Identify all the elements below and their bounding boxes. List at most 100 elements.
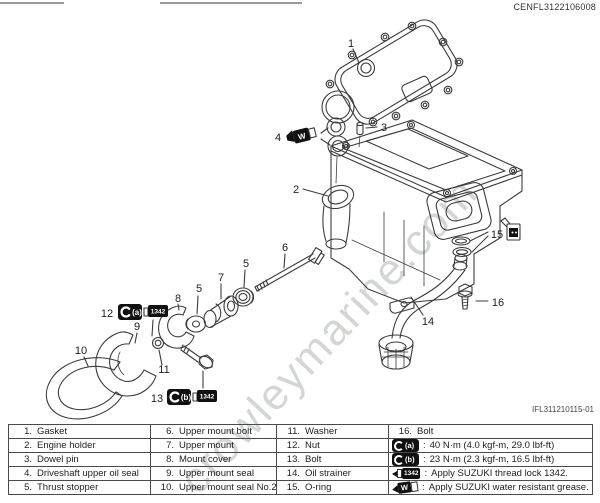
callout-5a: 5 [196,283,202,295]
part-number: 2. [24,440,32,451]
leader-11 [158,349,163,366]
cropped-header-fragment [160,2,302,4]
thread-lock-icon-12 [143,305,168,317]
part-cell-12: 12.Nut [276,438,389,453]
legend-torque-b: (b) : 23 N·m (2.3 kgf-m, 16.5 lbf-ft) [388,452,593,467]
part-name: Upper mount seal [179,468,254,479]
torque-b-value: 23 N·m (2.3 kgf-m, 16.5 lbf-ft) [429,454,555,465]
oil-seals-drawing [326,117,349,184]
part-number: 3. [24,454,32,465]
leader-6 [283,253,286,269]
upper-mount-seal-drawing [95,331,157,397]
leader-1 [352,48,360,64]
bolt-16-drawing [457,283,473,310]
leader-2 [302,188,329,197]
part-cell-6: 6. Upper mount bolt [150,424,277,439]
callout-15: 15 [491,229,503,241]
part-name: Gasket [37,426,68,437]
callout-12: 12 [101,308,113,320]
part-name: Mount cover [179,454,232,465]
part-name: Engine holder [37,440,96,451]
callout-5b: 5 [243,258,249,270]
exploded-parts-diagram: 1 2 3 4 5 5 6 7 8 9 10 11 12 13 14 15 16… [45,19,523,420]
leader-3 [365,126,378,129]
leader-4a [320,127,329,134]
leader-12 [151,319,154,337]
collar-glyph [397,469,402,478]
torque-icon: (b) [392,453,419,466]
oil-strainer-drawing [378,253,468,370]
leader-10 [83,356,89,367]
callout-14: 14 [422,316,434,328]
engine-holder-drawing [321,119,523,304]
callout-4: 4 [275,132,281,144]
torque-b-glyph-label: (b) [181,393,192,402]
leader-9 [134,332,138,344]
callout-8: 8 [175,293,181,305]
gasket-bolt-holes [325,21,464,127]
part-name: Thrust stopper [37,482,99,493]
leader-5b [243,269,246,288]
part-name: Washer [305,426,338,437]
torque-icon: (a) [392,439,419,452]
grease-w-label: W [297,131,307,142]
part-cell-10: 10.Upper mount seal No.2 [150,480,277,495]
legend-grease: W : Apply SUZUKI water resistant grease. [388,480,593,495]
thread-lock-icon-13 [192,390,217,402]
table-row: 2.Engine holder 7.Upper mount 12.Nut (a)… [8,438,593,453]
leader-8 [177,303,180,311]
part-number: 1. [24,426,32,437]
part-name: Dowel pin [37,454,79,465]
part-name: Driveshaft upper oil seal [37,468,139,479]
part-name: O-ring [305,482,332,493]
part-name: Bolt [305,454,322,465]
upper-mount-seal2-drawing [45,357,123,420]
part-name: Bolt [417,426,434,437]
legend-torque-a: (a) : 40 N·m (4.0 kgf-m, 29.0 lbf-ft) [388,438,593,453]
callout-1: 1 [348,38,354,50]
cropped-header-fragment [0,2,64,4]
part-name: Upper mount bolt [179,426,252,437]
torque-a-glyph-label: (a) [132,308,142,317]
leader-4b [320,138,331,146]
thrust-stopper-upper-drawing [232,287,255,307]
part-number: 6. [166,426,174,437]
leader-5a [196,295,199,315]
callout-16: 16 [492,297,504,309]
part-cell-9: 9.Upper mount seal [150,466,277,481]
part-cell-8: 8. Mount cover [150,452,277,467]
part-number: 4. [24,468,32,479]
legend-thread-lock: 1342 : Apply SUZUKI thread lock 1342. [388,466,593,481]
part-cell-16: 16.Bolt [388,424,593,439]
part-number: 8. [166,454,174,465]
part-number: 13. [286,454,300,465]
callout-13: 13 [151,393,163,405]
part-cell-15: 15. O-ring [276,480,389,495]
torque-icon-12 [118,304,142,320]
separator: : [424,468,428,479]
callout-9: 9 [134,321,140,333]
o-rings-drawing [451,236,472,258]
thread-lock-13-label: 1342 [200,394,215,401]
torque-b-label: (b) [405,455,415,464]
water-grease-icon: W [391,481,419,494]
washer-drawing [151,336,165,350]
torque-a-label: (a) [405,441,415,450]
leader-15a [469,231,489,242]
separator: : [422,482,425,493]
callout-3: 3 [381,122,387,134]
callout-2: 2 [293,184,299,196]
part-cell-13: 13. Bolt [276,452,389,467]
thrust-stopper-lower-drawing [185,315,207,333]
table-row: 5.Thrust stopper 10.Upper mount seal No.… [8,480,593,495]
table-row: 4. Driveshaft upper oil seal 9.Upper moun… [8,466,593,481]
callout-6: 6 [282,242,288,254]
separator: : [423,440,426,451]
nozzle-glyph [392,470,397,477]
callout-11: 11 [158,364,169,376]
part-number: 15. [286,482,300,493]
page-code: CENFL3122106008 [513,2,596,12]
part-cell-3: 3. Dowel pin [8,452,151,467]
gasket-drawing [321,19,464,127]
dowel-pin-drawing [356,121,364,148]
